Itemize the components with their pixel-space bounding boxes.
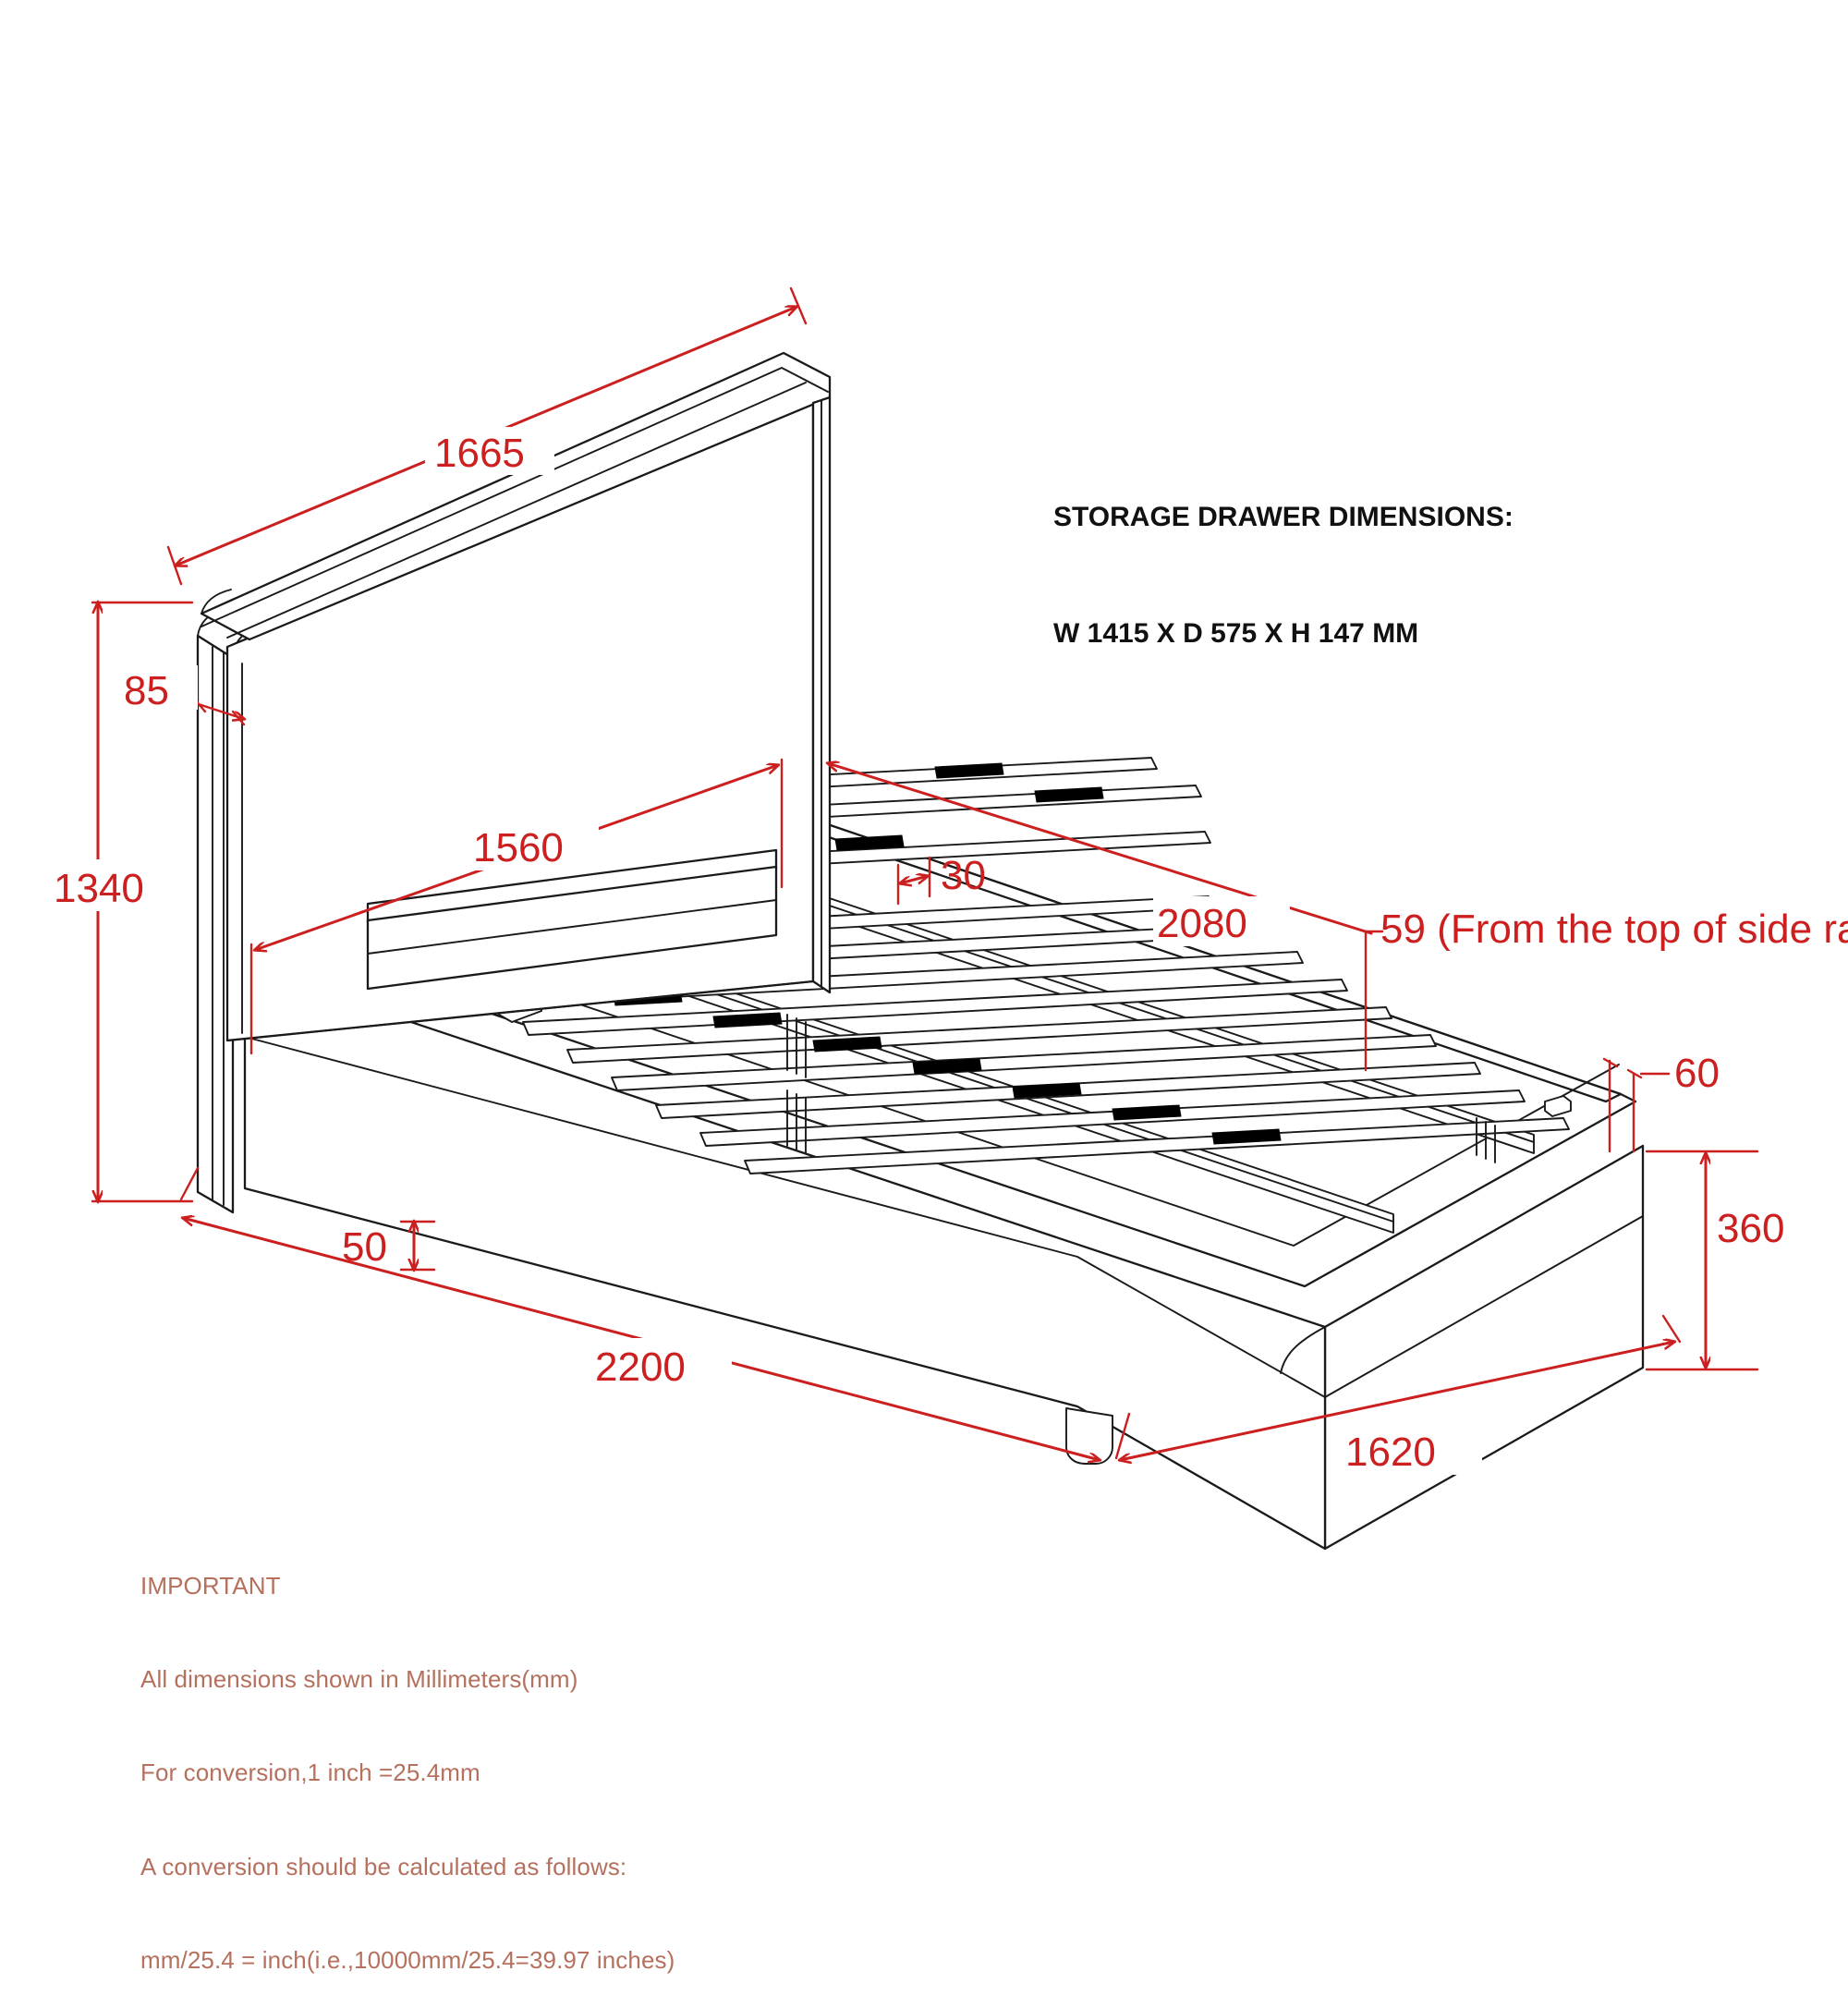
bed-dimension-drawing: .ln{fill:none;stroke:#1a1a1a;stroke-widt…: [52, 286, 1848, 1551]
storage-drawer-note: STORAGE DRAWER DIMENSIONS: W 1415 X D 57…: [1053, 420, 1514, 692]
storage-drawer-note-line1: STORAGE DRAWER DIMENSIONS:: [1053, 502, 1514, 532]
important-note-block: IMPORTANT All dimensions shown in Millim…: [140, 1508, 675, 2008]
dim-overall-length: 2200: [179, 1166, 1100, 1460]
dim-side-rail-offset: 30: [896, 853, 986, 906]
storage-drawer-note-line2: W 1415 X D 575 X H 147 MM: [1053, 618, 1419, 649]
dim-rail-top-inset: 60: [1602, 1051, 1720, 1153]
dim-label-60: 60: [1674, 1051, 1720, 1096]
dim-label-2200: 2200: [595, 1345, 686, 1390]
dim-label-59-side-rail: 59 (From the top of side rail): [1380, 907, 1848, 952]
technical-drawing-canvas: .ln{fill:none;stroke:#1a1a1a;stroke-widt…: [52, 286, 1848, 1975]
important-note-line1: All dimensions shown in Millimeters(mm): [140, 1664, 578, 1693]
dim-headboard-panel-width: 1560: [249, 758, 784, 1055]
slat: [699, 1089, 1526, 1147]
center-support: [786, 1014, 1496, 1163]
dim-label-360: 360: [1717, 1206, 1784, 1251]
slat: [611, 1034, 1437, 1091]
dim-label-1340: 1340: [54, 866, 144, 911]
important-note-line4: mm/25.4 = inch(i.e.,10000mm/25.4=39.97 i…: [140, 1946, 675, 1975]
dim-label-1560: 1560: [473, 825, 564, 870]
dim-slat-height-note: 59 (From the top of side rail): [1364, 907, 1848, 1072]
important-note-line3: A conversion should be calculated as fol…: [140, 1852, 627, 1880]
slat: [566, 1006, 1392, 1064]
slat: [522, 979, 1348, 1036]
dim-overall-width: 1620: [1114, 1314, 1682, 1475]
dim-post-thickness: 85: [118, 665, 244, 726]
dim-overall-height: 1340: [52, 602, 194, 1201]
dim-headboard-width: 1665: [166, 286, 808, 586]
important-note-line2: For conversion,1 inch =25.4mm: [140, 1759, 480, 1787]
dim-label-1665: 1665: [434, 431, 525, 476]
dim-frame-length: 2080: [828, 763, 1373, 946]
dim-label-30: 30: [941, 853, 986, 898]
slat: [744, 1117, 1570, 1174]
dim-label-1620: 1620: [1345, 1430, 1436, 1475]
important-note-heading: IMPORTANT: [140, 1571, 281, 1600]
dim-base-height: 360: [1645, 1150, 1826, 1371]
slat: [655, 1062, 1481, 1119]
dim-label-2080: 2080: [1157, 901, 1247, 946]
dim-label-85: 85: [124, 668, 169, 713]
